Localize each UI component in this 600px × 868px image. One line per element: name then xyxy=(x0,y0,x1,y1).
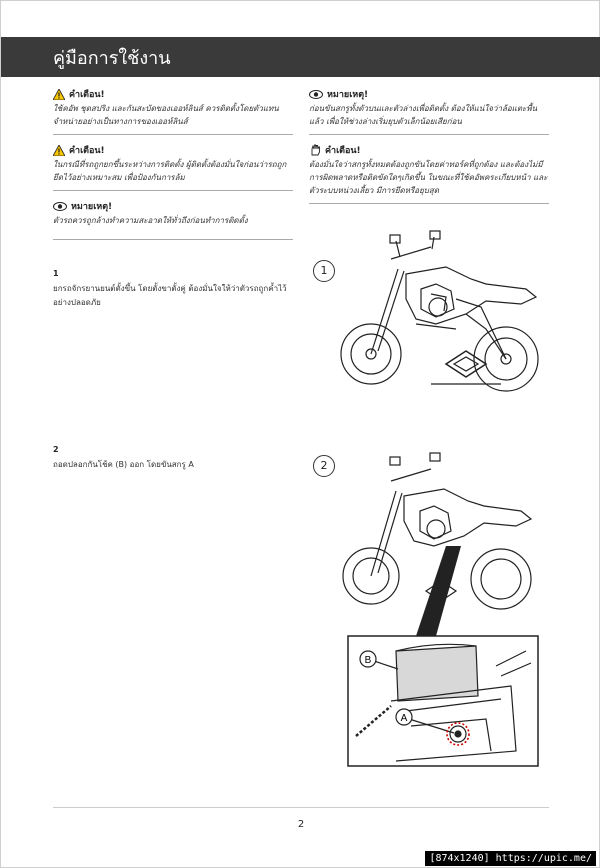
eye-icon xyxy=(309,89,323,99)
callout-b: B xyxy=(365,655,372,666)
page-title: คู่มือการใช้งาน xyxy=(53,48,171,69)
warning-icon xyxy=(53,88,65,100)
note-text: ใช้คอัพ ชุดสปริง และกันสะบัดของเออห์ลินส… xyxy=(53,104,279,126)
note-heading: หมายเหตุ! xyxy=(71,202,113,212)
figure-number-2: 2 xyxy=(313,455,335,477)
note-info-1: หมายเหตุ! ตัวรถควรถูกล้างทำความสะอาดให้ท… xyxy=(53,199,293,227)
note-heading: หมายเหตุ! xyxy=(327,90,369,100)
step-text: ยกรถจักรยานยนต์ตั้งขึ้น โดยตั้งขาตั้งคู่… xyxy=(53,284,287,307)
note-heading: คำเตือน! xyxy=(69,146,105,156)
note-hand-warning: คำเตือน! ต้องมั่นใจว่าสกรูทั้งหมดต้องถูก… xyxy=(309,143,549,197)
note-warning-1: คำเตือน! ใช้คอัพ ชุดสปริง และกันสะบัดของ… xyxy=(53,87,293,128)
divider xyxy=(309,134,549,135)
note-text: ตัวรถควรถูกล้างทำความสะอาดให้ทั่วถึงก่อน… xyxy=(53,216,248,225)
callout-a-circle xyxy=(395,708,413,726)
step-number: 2 xyxy=(53,445,59,454)
bolt-highlight xyxy=(446,722,470,746)
step-number: 1 xyxy=(53,269,59,278)
eye-icon xyxy=(53,201,67,211)
divider xyxy=(309,203,549,204)
divider xyxy=(53,134,293,135)
note-warning-2: คำเตือน! ในกรณีที่รถถูกยกขึ้นระหว่างการต… xyxy=(53,143,293,184)
note-heading: คำเตือน! xyxy=(325,146,361,156)
watermark: [874x1240] https://upic.me/ xyxy=(425,851,596,866)
motorcycle-on-stand-illustration xyxy=(340,230,539,392)
right-notes: หมายเหตุ! ก่อนขันสกรูทั้งตัวบนและตัวล่าง… xyxy=(309,87,549,204)
warning-icon xyxy=(53,144,65,156)
callout-a: A xyxy=(401,713,408,724)
step-2: 2 ถอดปลอกกันโช้ค (B) ออก โดยขันสกรู A xyxy=(53,445,293,472)
divider xyxy=(53,239,293,240)
note-heading: คำเตือน! xyxy=(69,90,105,100)
page-header: คู่มือการใช้งาน xyxy=(1,37,600,77)
callout-b-circle xyxy=(359,650,377,668)
step-text: ถอดปลอกกันโช้ค (B) ออก โดยขันสกรู A xyxy=(53,460,194,469)
divider xyxy=(53,190,293,191)
stop-hand-icon xyxy=(311,144,320,156)
note-text: ต้องมั่นใจว่าสกรูทั้งหมดต้องถูกขันโดยค่า… xyxy=(309,160,548,195)
footer-divider xyxy=(53,807,549,808)
page-number: 2 xyxy=(297,819,305,830)
shock-cover-removal-illustration: B A xyxy=(342,452,539,767)
note-text: ก่อนขันสกรูทั้งตัวบนและตัวล่างเพื่อติดตั… xyxy=(309,104,538,126)
note-text: ในกรณีที่รถถูกยกขึ้นระหว่างการติดตั้ง ผู… xyxy=(53,160,287,182)
note-info-2: หมายเหตุ! ก่อนขันสกรูทั้งตัวบนและตัวล่าง… xyxy=(309,87,549,128)
step-1: 1 ยกรถจักรยานยนต์ตั้งขึ้น โดยตั้งขาตั้งค… xyxy=(53,269,293,310)
figure-number-1: 1 xyxy=(313,260,335,282)
left-notes: คำเตือน! ใช้คอัพ ชุดสปริง และกันสะบัดของ… xyxy=(53,87,293,240)
